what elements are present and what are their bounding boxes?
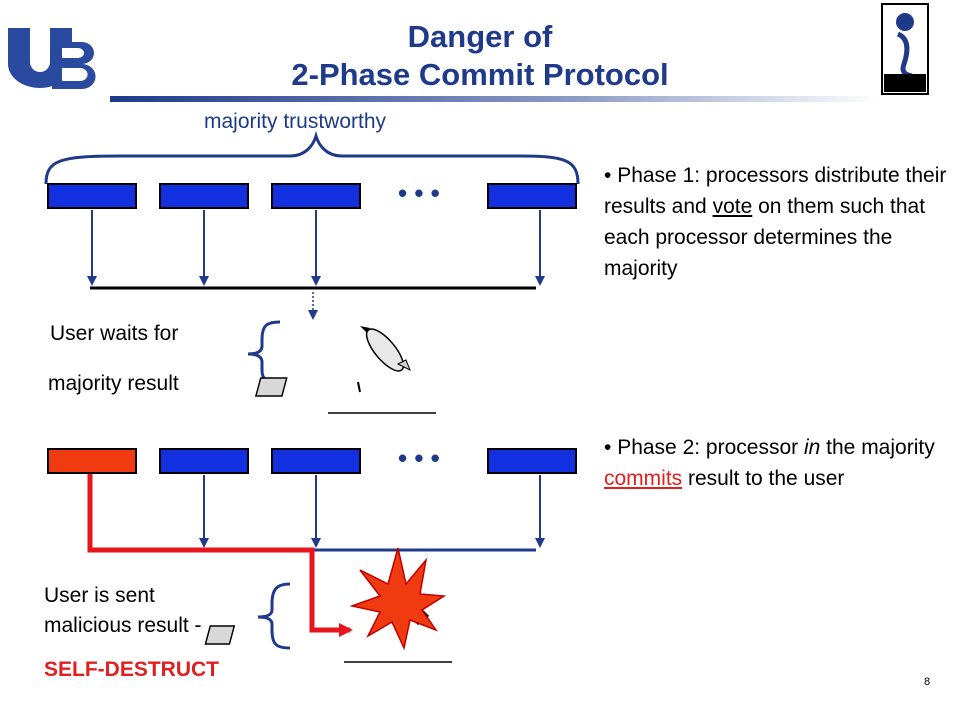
phase2-commits: commits: [604, 467, 683, 490]
ub-logo: [8, 28, 96, 89]
phase2-text-a: Phase 2: processor: [611, 436, 804, 459]
ellipsis-row-2: • • •: [398, 443, 440, 473]
phase2-text: • Phase 2: processor in the majority com…: [604, 432, 954, 494]
processor-1: [47, 183, 137, 209]
page-number: 8: [924, 676, 931, 688]
phase1-text: • Phase 1: processors distribute their r…: [604, 160, 949, 284]
malicious-processor: [47, 448, 137, 474]
explosion-icon: [349, 547, 447, 651]
phase1-text-a: Phase 1: processors distribute their res…: [604, 164, 947, 218]
commit-arrows: [199, 475, 545, 548]
sent-label-line1: User is sent: [44, 584, 155, 607]
phase2-in: in: [803, 436, 821, 459]
user-rocket-icon: [254, 326, 411, 397]
phase2-text-b: the majority: [820, 436, 935, 459]
phase1-text-b: on them such that each processor determi…: [604, 195, 926, 280]
processor-2: [159, 183, 249, 209]
self-destruct-label: SELF-DESTRUCT: [44, 658, 219, 681]
phase1-bullet: •: [604, 164, 612, 187]
wait-label-line2: majority result: [48, 372, 179, 395]
processor-3: [271, 183, 361, 209]
wait-label-line1: User waits for: [50, 322, 179, 345]
wait-brace: [247, 320, 281, 384]
sent-brace: [257, 582, 291, 650]
processor-nb: [487, 448, 577, 474]
page-title-line1: Danger of: [407, 19, 553, 54]
processor-n: [487, 183, 577, 209]
information-institute-logo: [881, 3, 929, 95]
page-title-line2: 2-Phase Commit Protocol: [291, 57, 669, 92]
majority-caption: majority trustworthy: [204, 110, 387, 133]
ellipsis-row-1: • • •: [398, 178, 440, 208]
sent-label-line2: malicious result -: [44, 614, 202, 637]
processor-2b: [159, 448, 249, 474]
malicious-path: [87, 474, 353, 637]
phase2-bullet: •: [604, 436, 612, 459]
phase1-vote: vote: [712, 195, 753, 218]
phase2-text-c: result to the user: [682, 467, 845, 490]
header-rule: [110, 96, 880, 102]
vote-arrows: [87, 210, 545, 286]
processor-3b: [271, 448, 361, 474]
majority-brace: [44, 130, 580, 185]
